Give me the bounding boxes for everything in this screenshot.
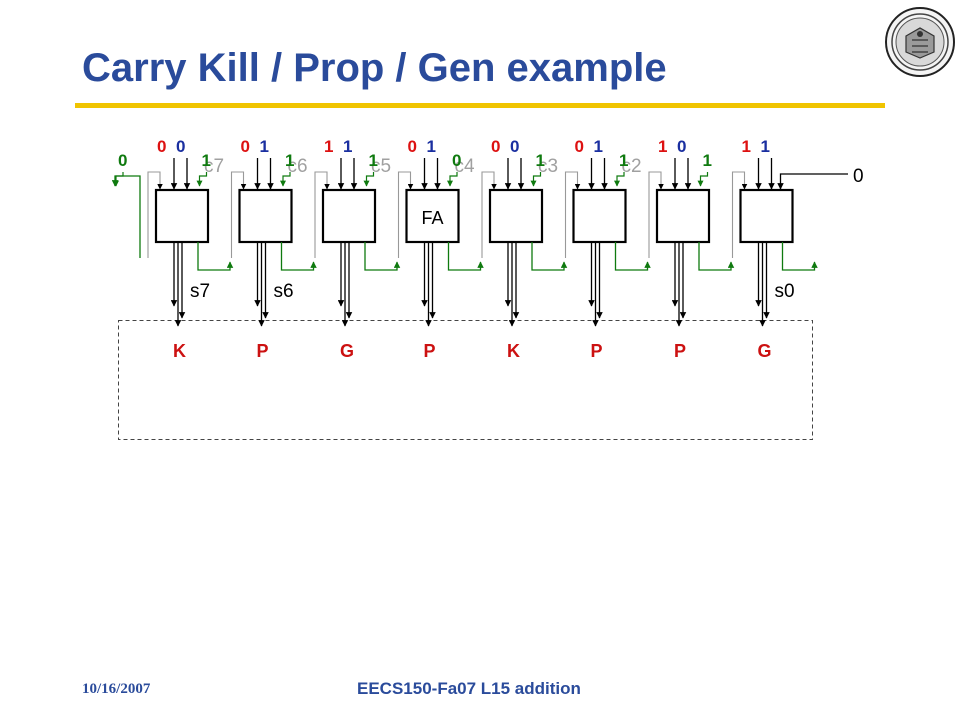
input-bit-a: 1 (324, 137, 333, 156)
kpg-label: P (591, 341, 603, 361)
carry-in-wire (564, 171, 581, 258)
kpg-label: P (674, 341, 686, 361)
university-seal-icon (885, 7, 955, 77)
carry-out-wire (447, 242, 484, 271)
carry-value: 0 (118, 151, 127, 170)
title-underline (75, 103, 885, 108)
full-adder-box (739, 188, 794, 244)
input-bit-a: 0 (575, 137, 584, 156)
kpg-region-box (118, 320, 813, 440)
input-bit-a: 0 (408, 137, 417, 156)
full-adder-box (488, 188, 544, 244)
carry-out-wire (280, 242, 317, 271)
sum-label: s0 (775, 281, 795, 302)
kpg-label: G (758, 341, 772, 361)
input-bit-b: 1 (343, 137, 352, 156)
input-bit-a: 0 (491, 137, 500, 156)
kpg-label: P (424, 341, 436, 361)
full-adder-box (572, 188, 627, 244)
carry-in-0-value: 0 (853, 166, 864, 187)
carry-out-wire (531, 242, 568, 271)
carry-in-wire (648, 171, 664, 258)
full-adder-box (154, 188, 210, 244)
input-bit-b: 0 (510, 137, 519, 156)
carry-out-wire (614, 242, 651, 271)
carry-out-msb-wire (111, 175, 141, 258)
footer-date: 10/16/2007 (82, 681, 151, 697)
sum-label: s7 (190, 281, 210, 302)
carry-label: c3 (538, 156, 558, 177)
input-bit-b: 1 (427, 137, 436, 156)
carry-in-wire (731, 171, 748, 258)
carry-label: c2 (622, 156, 642, 177)
carry-value: 1 (536, 151, 545, 170)
carry-value: 0 (452, 151, 461, 170)
kpg-label: K (173, 341, 186, 361)
input-bit-b: 1 (761, 137, 770, 156)
input-bit-b: 1 (594, 137, 603, 156)
carry-wire (113, 172, 124, 187)
full-adder-box (655, 188, 711, 244)
carry-value: 1 (703, 151, 712, 170)
carry-wire (447, 172, 458, 187)
carry-wire (363, 172, 375, 187)
full-adder-box (238, 188, 293, 244)
input-bit-a: 0 (157, 137, 166, 156)
input-bit-a: 1 (742, 137, 751, 156)
carry-value: 1 (369, 151, 378, 170)
carry-in-wire (147, 171, 163, 258)
input-bit-a: 1 (658, 137, 667, 156)
input-bit-b: 0 (176, 137, 185, 156)
carry-label: c5 (371, 156, 391, 177)
slide-title: Carry Kill / Prop / Gen example (82, 46, 667, 90)
carry-label: c6 (288, 156, 308, 177)
carry-wire (196, 172, 208, 187)
carry-wire (280, 172, 291, 187)
full-adder-box (405, 188, 460, 244)
carry-label: c4 (455, 156, 476, 177)
carry-out-wire (781, 242, 818, 271)
carry-wire (697, 172, 709, 187)
input-bit-a: 0 (241, 137, 250, 156)
carry-value: 1 (202, 151, 211, 170)
carry-in-wire (230, 171, 247, 258)
carry-value: 1 (285, 151, 294, 170)
carry-label: c7 (204, 156, 224, 177)
kpg-label: G (340, 341, 354, 361)
carry-out-wire (698, 242, 735, 271)
input-bit-b: 0 (677, 137, 686, 156)
carry-in-wire (314, 171, 330, 258)
kpg-label: K (507, 341, 520, 361)
full-adder-box (321, 188, 377, 244)
carry-out-wire (364, 242, 401, 271)
carry-in-0-wire (777, 173, 848, 190)
sum-label: s6 (274, 281, 294, 302)
fa-label: FA (422, 208, 444, 228)
input-bit-b: 1 (260, 137, 269, 156)
kpg-label: P (257, 341, 269, 361)
carry-out-wire (197, 242, 234, 271)
carry-wire (614, 172, 625, 187)
footer-course: EECS150-Fa07 L15 addition (357, 679, 581, 698)
carry-wire (530, 172, 542, 187)
carry-value: 1 (619, 151, 628, 170)
carry-in-wire (481, 171, 497, 258)
carry-in-wire (397, 171, 414, 258)
